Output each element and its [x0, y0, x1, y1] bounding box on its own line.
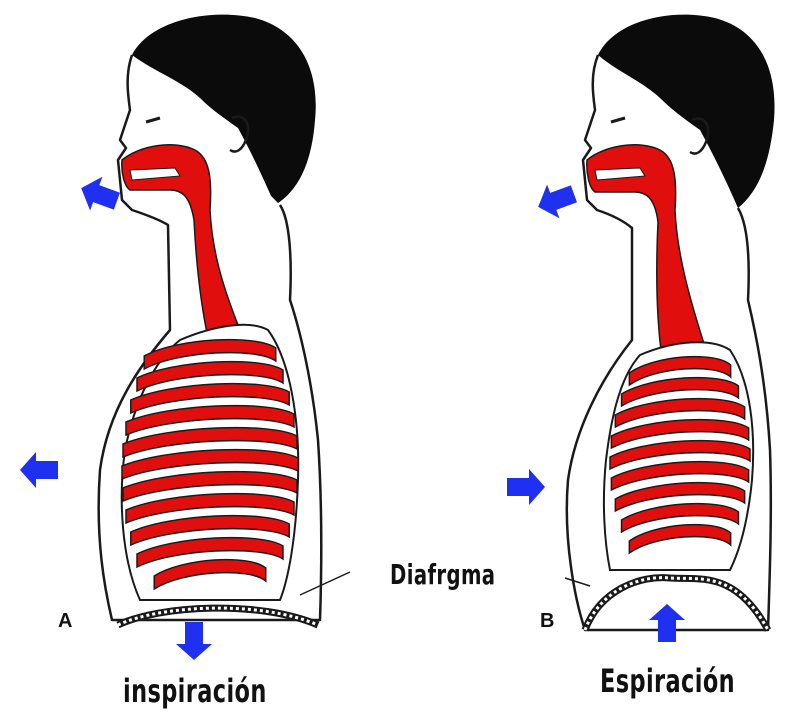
arrow-a-chest-icon — [20, 452, 58, 488]
ribcage-b — [604, 342, 753, 570]
figure-a — [99, 15, 350, 625]
ribcage-a — [122, 325, 299, 600]
panel-a-label: A — [58, 610, 72, 633]
figure-b — [565, 15, 775, 630]
arrow-b-chest-icon — [507, 469, 545, 505]
inspiration-label: inspiración — [123, 672, 267, 710]
diaphragm-label: Diafrgma — [390, 558, 495, 591]
arrow-a-mouth-icon — [75, 171, 123, 218]
arrow-a-diaphragm-icon — [176, 622, 212, 660]
panel-b-label: B — [540, 610, 554, 633]
expiration-label: Espiración — [600, 662, 735, 700]
arrow-b-mouth-icon — [532, 177, 580, 224]
